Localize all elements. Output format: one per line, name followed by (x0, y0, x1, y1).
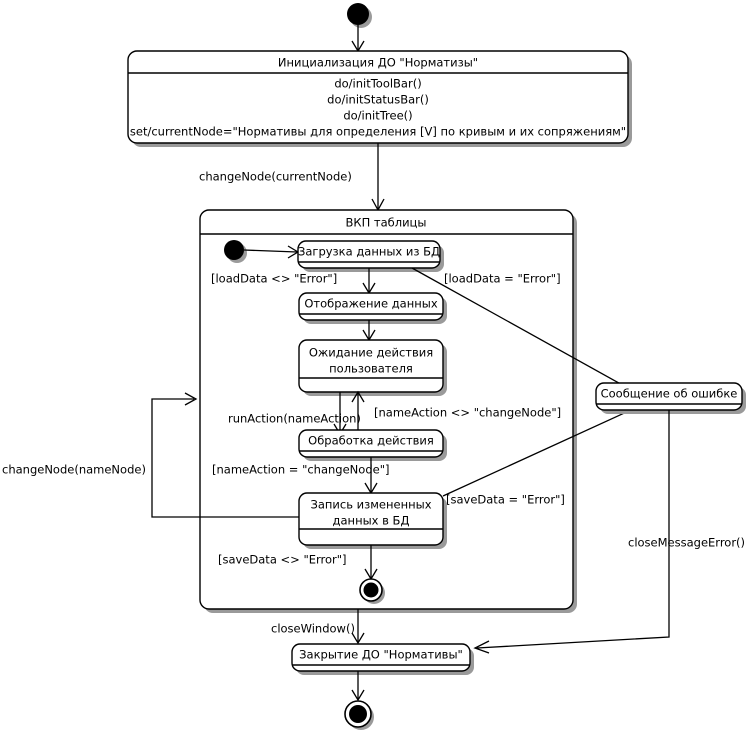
state-wait-user-action-line1: Ожидание действия (309, 346, 433, 360)
state-initialization-action-0: do/initToolBar() (334, 77, 421, 91)
edge-label-save-error: [saveData = "Error"] (446, 493, 565, 507)
edge-process-to-save: [nameAction = "changeNode"] (212, 457, 389, 495)
state-initialization: Инициализация ДО "Норматизы" do/initTool… (127, 50, 632, 147)
state-load-data-title: Загрузка данных из БД (298, 245, 440, 259)
edge-label-save-ok: [saveData <> "Error"] (218, 553, 347, 567)
edge-label-run-action: runAction(nameAction) (228, 412, 361, 426)
state-error-message-title: Сообщение об ошибке (601, 387, 738, 401)
edge-label-close-window: closeWindow() (271, 622, 355, 636)
edge-composite-to-close: closeWindow() (271, 609, 365, 645)
inner-initial-state-node (224, 240, 247, 263)
state-save-data-line2: данных в БД (333, 514, 410, 528)
state-save-data-line1: Запись измененных (310, 498, 431, 512)
state-error-message: Сообщение об ошибке (595, 382, 746, 414)
state-close-document: Закрытие ДО "Нормативы" (291, 643, 474, 675)
edge-change-node-loop: changeNode(nameNode) (2, 392, 299, 518)
state-initialization-action-1: do/initStatusBar() (327, 93, 429, 107)
state-wait-user-action-line2: пользователя (329, 362, 413, 376)
inner-final-state-node (359, 578, 385, 604)
edge-label-load-error: [loadData = "Error"] (444, 272, 561, 286)
edge-process-to-wait: [nameAction <> "changeNode"] (351, 390, 561, 433)
edge-label-name-action-not-change: [nameAction <> "changeNode"] (374, 406, 561, 420)
edge-label-load-ok: [loadData <> "Error"] (211, 272, 337, 286)
edge-error-to-close: closeMessageError() (473, 410, 745, 654)
state-save-data: Запись измененных данных в БД (298, 492, 447, 549)
edge-label-close-message-error: closeMessageError() (628, 536, 745, 550)
state-initialization-title: Инициализация ДО "Норматизы" (278, 56, 478, 70)
edge-label-name-action-change: [nameAction = "changeNode"] (212, 463, 389, 477)
state-show-data-title: Отображение данных (304, 297, 438, 311)
final-state-node (344, 700, 374, 730)
composite-state-vkp-tables: ВКП таблицы (199, 209, 577, 613)
state-initialization-action-2: do/initTree() (343, 109, 412, 123)
edge-label-change-node-current: changeNode(currentNode) (199, 170, 352, 184)
edge-start-to-init (351, 25, 365, 53)
state-load-data: Загрузка данных из БД (297, 240, 444, 272)
state-initialization-action-3: set/currentNode="Нормативы для определен… (130, 125, 626, 139)
edge-close-to-final (351, 671, 365, 702)
state-show-data: Отображение данных (298, 292, 447, 324)
state-close-document-title: Закрытие ДО "Нормативы" (299, 648, 463, 662)
state-process-action-title: Обработка действия (308, 434, 434, 448)
state-process-action: Обработка действия (298, 429, 447, 461)
initial-state-node (347, 3, 372, 28)
edge-label-change-node-name: changeNode(nameNode) (2, 463, 146, 477)
edge-init-to-composite: changeNode(currentNode) (199, 143, 385, 212)
state-wait-user-action: Ожидание действия пользователя (298, 339, 447, 396)
composite-state-title: ВКП таблицы (346, 216, 427, 230)
